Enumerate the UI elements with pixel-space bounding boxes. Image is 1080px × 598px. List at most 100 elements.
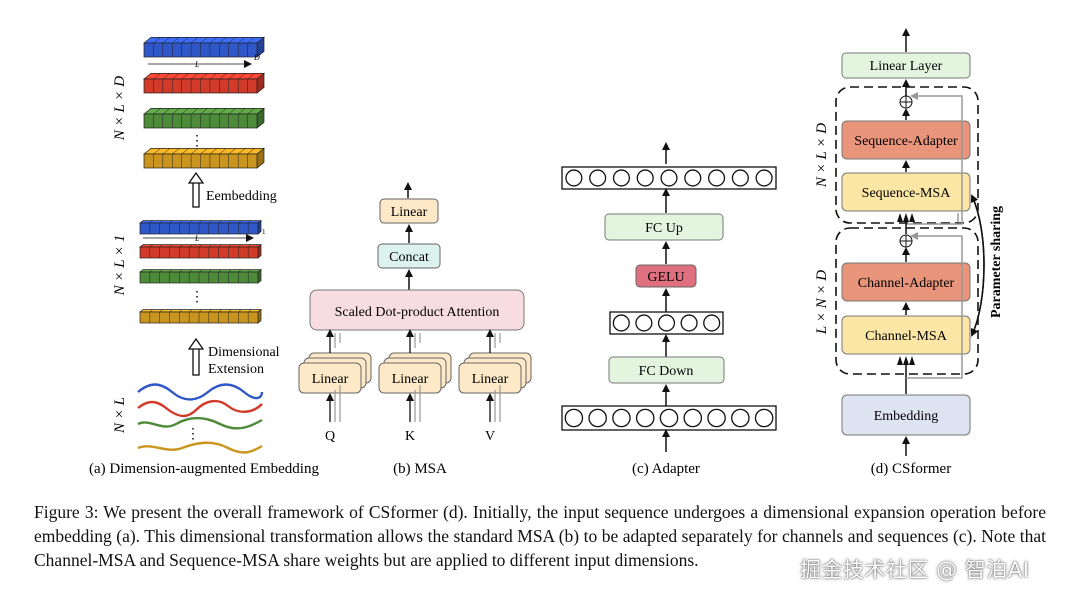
linear-layer-box [841,52,971,79]
input-waves [137,383,264,454]
mark-one-mid: 1 [262,228,266,236]
embed-bar-red [143,72,265,94]
input-row-node [635,408,655,428]
sequence-adapter-box [841,120,971,160]
channel-msa-box [841,315,971,355]
linear-top-box [379,198,439,224]
caption-c: (c) Adapter [632,461,700,477]
output-row-node [707,169,726,187]
linear-label: Linear [312,372,349,387]
extension-arrow [187,337,205,376]
embedding-arrow [187,171,205,208]
caption-d: (d) CSformer [871,461,951,477]
wave-red [137,399,263,418]
sequence-adapter-label: Sequence-Adapter [854,134,958,149]
attention-label: Scaled Dot-product Attention [335,305,500,320]
hidden-row-node [612,314,630,332]
fc-up-label: FC Up [645,221,683,236]
fc-up-box [604,213,724,241]
output-node-row [561,166,777,190]
embedded-tensor-stack [143,36,265,169]
embedding-box [841,394,971,436]
output-row-node [755,169,773,187]
dots-waves: ⋮ [186,427,200,442]
mark-d-top: D [253,53,260,62]
dim-label-nl: N × L [112,397,128,434]
input-row-node [588,408,607,428]
output-row-node [589,169,607,187]
input-row-node [612,408,631,428]
concat-label: Concat [389,250,429,265]
wave-green [137,416,263,430]
caption-b: (b) MSA [393,461,447,477]
channel-adapter-label: Channel-Adapter [858,276,955,291]
input-row-node [731,408,750,428]
extended-bar-blue [139,219,262,235]
fc-down-box [608,356,725,384]
linear-label: Linear [472,372,509,387]
concat-box [377,243,441,269]
dim-label-nl1: N × L × 1 [112,235,128,297]
panel-c: FC Up GELU FC Down (c) Adapter [561,142,777,477]
sequence-msa-label: Sequence-MSA [862,186,952,201]
panel-a: N × L × D N × L × 1 N × L L D L 1 ⋮ ⋮ ⋮ … [89,36,319,477]
output-row-node [565,169,583,187]
output-row-node [684,169,702,187]
figure-caption: Figure 3: We present the overall framewo… [34,502,1046,570]
output-row-node [660,169,678,187]
channel-adapter-box [841,262,971,302]
embed-bar-blue [143,36,265,58]
input-letter: Q [325,429,335,444]
hidden-node-row [609,311,724,335]
linear-label: Linear [392,372,429,387]
caption-a: (a) Dimension-augmented Embedding [89,461,319,477]
gelu-label: GELU [647,270,684,285]
wave-gold [137,441,263,454]
extended-bar-red [139,243,262,259]
input-row-node [754,408,774,428]
wave-blue [137,383,264,401]
embed-bar-green [143,107,265,129]
channel-msa-label: Channel-MSA [865,329,948,344]
mark-l-mid: L [194,234,200,243]
mark-l-top: L [194,60,200,69]
sequence-msa-box [841,172,971,212]
output-row-node [731,169,749,187]
panel-d: Linear Layer Sequence-Adapter Sequence-M… [814,28,1004,477]
gelu-box [635,264,697,288]
embedding-label: Eembedding [206,189,277,204]
output-row-node [612,169,631,187]
channel-block [835,227,979,375]
linear-top-label: Linear [391,205,428,220]
attention-box [309,289,525,331]
hidden-row-node [635,314,653,332]
dim-label-nld: N × L × D [112,76,128,141]
hidden-row-node [703,314,721,332]
linear-layer-label: Linear Layer [870,59,943,74]
extended-bar-gold [139,308,262,324]
input-node-row [561,405,777,431]
input-row-node [659,408,679,428]
hidden-row-node [680,314,698,332]
watermark: 掘金技术社区 @ 智泊AI [800,558,1030,582]
input-row-node [683,408,703,428]
parameter-sharing-label: Parameter sharing [989,206,1004,318]
input-letter: V [485,429,495,444]
input-letter: K [405,429,415,444]
extension-label-1: Dimensional [208,345,280,360]
fc-down-label: FC Down [639,364,694,379]
embedding-label-d: Embedding [874,409,939,424]
dots-top: ⋮ [190,134,204,149]
input-row-node [564,408,584,428]
sequence-block [835,86,979,224]
dim-label-d-bot: L × N × D [814,270,830,335]
extension-label-2: Extension [208,362,264,377]
panel-b: Linear Concat Scaled Dot-product Attenti… [298,182,532,477]
hidden-row-node [657,314,676,332]
dim-label-d-top: N × L × D [814,123,830,188]
embed-bar-gold [143,147,265,169]
